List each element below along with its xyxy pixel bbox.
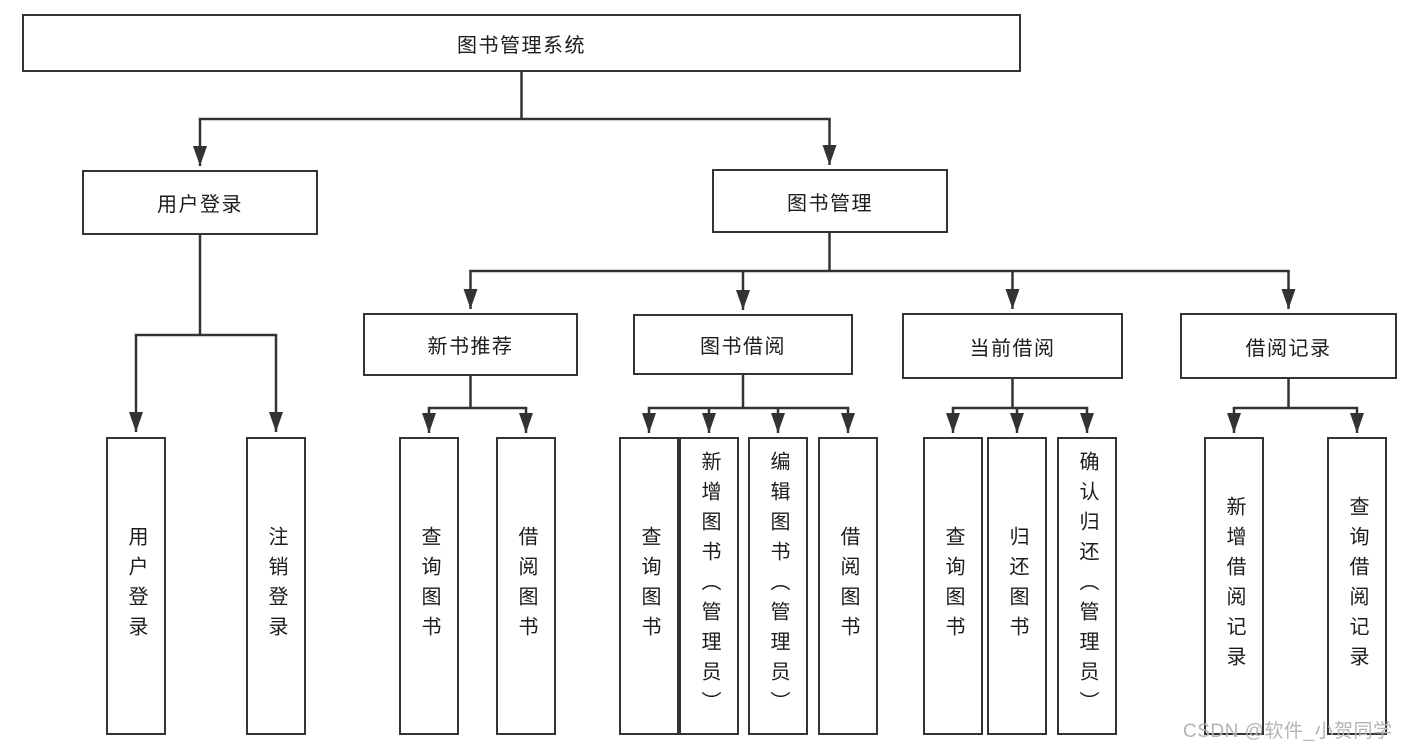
connector-arrows [129, 119, 1364, 433]
node-current-borrowing: 当前借阅 [902, 313, 1123, 379]
node-root-library-system: 图书管理系统 [22, 14, 1021, 72]
leaf-query-borrow-record: 查询借阅记录 [1327, 437, 1387, 735]
node-book-borrowing: 图书借阅 [633, 314, 853, 375]
leaf-recommend-borrow-books: 借阅图书 [496, 437, 556, 735]
leaf-user-login: 用户登录 [106, 437, 166, 735]
leaf-return-books: 归还图书 [987, 437, 1047, 735]
leaf-logout: 注销登录 [246, 437, 306, 735]
connector-bars [134, 71, 1359, 410]
node-new-book-recommend: 新书推荐 [363, 313, 578, 376]
leaf-edit-books-admin: 编辑图书（管理员） [748, 437, 808, 735]
leaf-add-borrow-record: 新增借阅记录 [1204, 437, 1264, 735]
leaf-recommend-query-books: 查询图书 [399, 437, 459, 735]
csdn-watermark: CSDN @软件_小贺同学 [1183, 721, 1393, 742]
leaf-borrowing-borrow-books: 借阅图书 [818, 437, 878, 735]
node-user-login: 用户登录 [82, 170, 318, 235]
node-book-management: 图书管理 [712, 169, 948, 233]
leaf-confirm-return-admin: 确认归还（管理员） [1057, 437, 1117, 735]
leaf-current-query-books: 查询图书 [923, 437, 983, 735]
leaf-borrowing-query-books: 查询图书 [619, 437, 679, 735]
node-borrow-records: 借阅记录 [1180, 313, 1397, 379]
leaf-add-books-admin: 新增图书（管理员） [679, 437, 739, 735]
